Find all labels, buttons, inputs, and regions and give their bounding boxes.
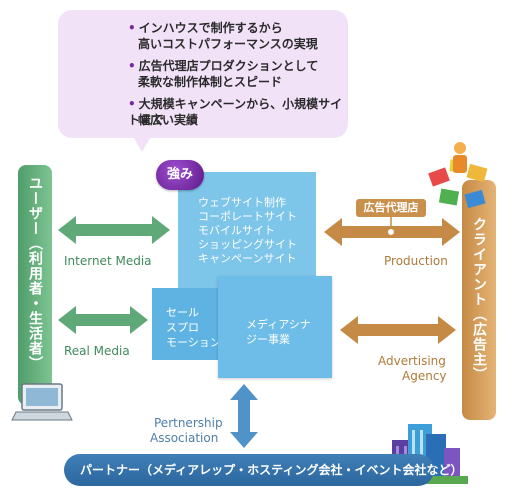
bullet-1: •インハウスで制作するから 高いコストパフォーマンスの実現	[128, 21, 318, 51]
advertising-label: Advertising	[378, 354, 446, 368]
web-production-box: ウェブサイト制作 コーポレートサイト モバイルサイト ショッピングサイト キャン…	[178, 172, 316, 288]
bullet-2: •広告代理店プロダクションとして 柔軟な制作体制とスピード	[128, 59, 319, 89]
bullet-1-line2: 高いコストパフォーマンスの実現	[138, 37, 318, 51]
sales-line-2: スプロ	[166, 321, 199, 334]
bullet-2-line2: 柔軟な制作体制とスピード	[138, 75, 283, 89]
production-arrow	[324, 217, 460, 246]
user-bar: ユーザー（利用者・生活者）	[18, 165, 52, 405]
web-item-2: コーポレートサイト	[198, 210, 297, 223]
partnership-label: Pertnership	[154, 416, 223, 430]
advertising-agency-arrow	[340, 316, 456, 344]
user-bar-label: ユーザー（利用者・生活者）	[27, 175, 43, 371]
strengths-bubble: •インハウスで制作するから 高いコストパフォーマンスの実現 •広告代理店プロダク…	[58, 10, 348, 138]
web-item-5: キャンペーンサイト	[198, 252, 297, 265]
bullet-2-line1: 広告代理店プロダクションとして	[138, 59, 319, 73]
association-label: Association	[150, 431, 219, 445]
bullet-3-line1: 大規模キャンペーンから、小規模サイトまで	[128, 97, 343, 127]
bullet-3: •大規模キャンペーンから、小規模サイトまで 幅広い実績	[128, 97, 343, 127]
partner-bar-label: パートナー（メディアレップ・ホスティング会社・イベント会社など）	[80, 463, 463, 477]
client-bar-label: クライアント（広告主）	[471, 216, 487, 382]
media-synergy-box: メディアシナ ジー事業	[218, 276, 332, 378]
bullet-1-line1: インハウスで制作するから	[138, 21, 283, 35]
bubble-tail	[128, 128, 156, 152]
partner-bar: パートナー（メディアレップ・ホスティング会社・イベント会社など）	[64, 454, 462, 486]
media-line-2: ジー事業	[246, 333, 290, 346]
real-media-arrow	[58, 306, 148, 334]
web-item-3: モバイルサイト	[198, 224, 275, 237]
agency-label: Agency	[402, 369, 447, 383]
web-item-4: ショッピングサイト	[198, 238, 297, 251]
internet-media-arrow	[58, 216, 170, 244]
production-label: Production	[384, 254, 448, 268]
sales-line-1: セール	[166, 306, 199, 319]
client-person-icon	[428, 142, 488, 209]
ad-agency-tag: 広告代理店	[356, 199, 426, 217]
strength-badge: 強み	[156, 160, 204, 190]
internet-media-label: Internet Media	[64, 254, 152, 268]
bullet-3-line2: 幅広い実績	[138, 113, 199, 127]
media-line-1: メディアシナ	[246, 318, 311, 331]
web-item-1: ウェブサイト制作	[198, 196, 286, 209]
sales-line-3: モーション	[166, 336, 221, 349]
laptop-icon	[11, 383, 73, 421]
real-media-label: Real Media	[64, 344, 130, 358]
partnership-arrow	[230, 384, 258, 448]
client-bar: クライアント（広告主）	[462, 180, 496, 420]
